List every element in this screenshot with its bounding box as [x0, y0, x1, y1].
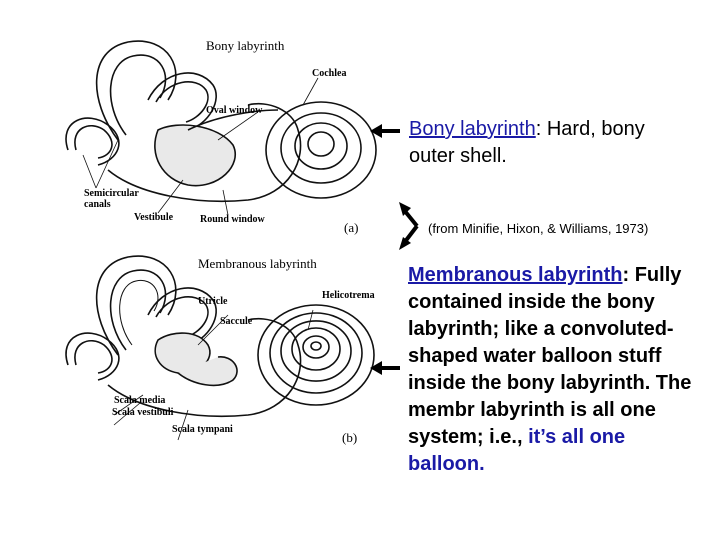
- membranous-labyrinth-drawing: [65, 255, 375, 441]
- label-semicircular-canals: Semicircular canals: [84, 188, 139, 210]
- membranous-labyrinth-term[interactable]: Membranous labyrinth: [408, 264, 623, 286]
- label-scala-vestibuli: Scala vestibuli: [112, 407, 174, 418]
- label-utricle: Utricle: [198, 296, 228, 307]
- membranous-labyrinth-title: Membranous labyrinth: [198, 256, 317, 271]
- bony-labyrinth-term[interactable]: Bony labyrinth: [409, 118, 536, 140]
- label-oval-window: Oval window: [206, 105, 263, 116]
- label-vestibule: Vestibule: [134, 212, 174, 223]
- membranous-colon: :: [622, 264, 630, 286]
- bony-labyrinth-drawing: [65, 40, 377, 216]
- bony-labyrinth-description: Bony labyrinth: Hard, bony outer shell.: [409, 116, 689, 170]
- panel-letter-a: (a): [344, 220, 359, 235]
- label-round-window: Round window: [200, 214, 265, 225]
- label-scala-tympani: Scala tympani: [172, 424, 233, 435]
- labyrinth-figure: Bony labyrinth Cochlea Oval window Semic…: [48, 30, 388, 450]
- membranous-highlight: it’s all one balloon.: [408, 426, 626, 475]
- bony-labyrinth-definition: : Hard, bony outer shell.: [409, 118, 645, 167]
- label-cochlea: Cochlea: [312, 68, 347, 79]
- label-scala-media: Scala media: [114, 395, 166, 406]
- label-saccule: Saccule: [220, 316, 253, 327]
- figure-citation: (from Minifie, Hixon, & Williams, 1973): [428, 221, 649, 236]
- membranous-labyrinth-definition: Fully contained inside the bony labyrint…: [408, 264, 692, 448]
- label-helicotrema: Helicotrema: [322, 290, 375, 301]
- bony-labyrinth-title: Bony labyrinth: [206, 38, 285, 53]
- panel-letter-b: (b): [342, 430, 358, 445]
- membranous-labyrinth-description: Membranous labyrinth: Fully contained in…: [408, 262, 693, 478]
- double-headed-bracket-arrow: [399, 202, 419, 250]
